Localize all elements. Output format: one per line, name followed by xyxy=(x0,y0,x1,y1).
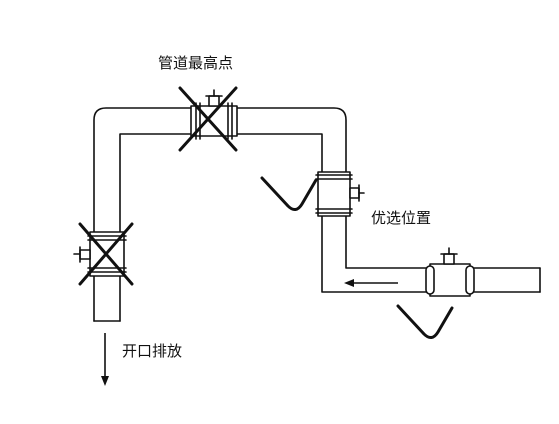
pipe-outer-wall xyxy=(93,107,541,322)
flowmeter-right-vertical xyxy=(315,171,365,217)
check-mark-icon xyxy=(396,304,454,339)
cross-mark-icon xyxy=(78,222,134,286)
flow-arrow-icon xyxy=(344,279,398,287)
highest-point-label: 管道最高点 xyxy=(158,54,234,72)
cross-mark-icon xyxy=(178,86,238,152)
check-mark-icon xyxy=(260,176,318,211)
flowmeter-left xyxy=(73,231,127,277)
drain-arrow-icon xyxy=(101,333,109,386)
open-drain-label: 开口排放 xyxy=(122,342,183,360)
flowmeter-preferred xyxy=(425,247,475,297)
preferred-position-label: 优选位置 xyxy=(371,209,432,227)
pipe-inner-wall xyxy=(119,133,541,322)
